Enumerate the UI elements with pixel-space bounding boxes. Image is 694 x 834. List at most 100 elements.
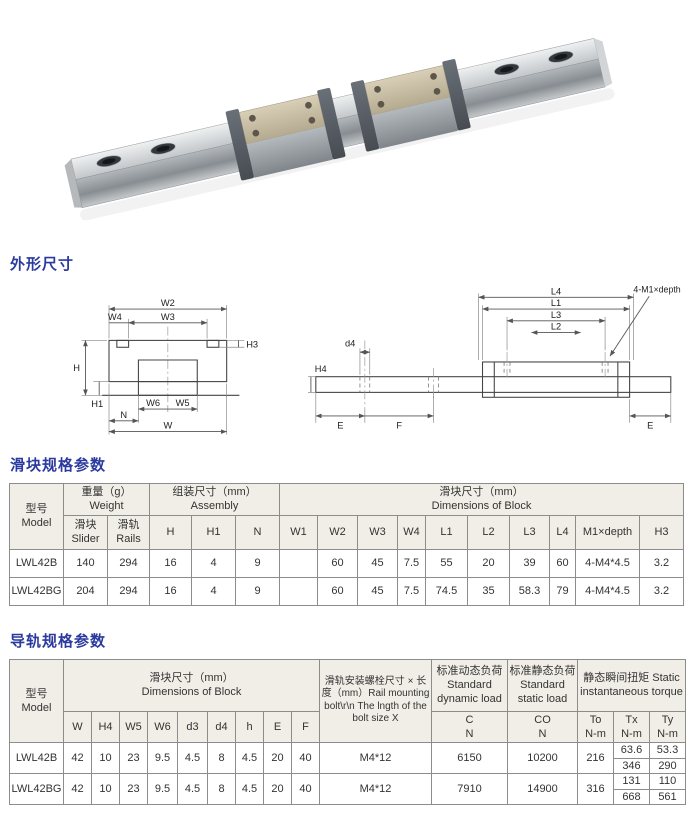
cell: M4*12	[319, 773, 432, 806]
model-cell: LWL42BG	[9, 773, 64, 806]
tx-lower: 346	[614, 758, 649, 773]
model-cell: LWL42B	[9, 742, 64, 775]
header-static-torque: 静态瞬间扭矩 Static instantaneous torque	[577, 658, 686, 712]
cell: 216	[577, 742, 614, 775]
col-header-tx: Tx N-m	[613, 710, 650, 744]
slider-block-1	[225, 87, 346, 181]
col-header: W	[63, 710, 92, 744]
cross-section-diagram: W2 W4 W3 H H1 H3 W6 W5	[73, 298, 258, 435]
cell: 40	[291, 742, 320, 775]
col-header: H	[149, 514, 192, 550]
tx-upper: 63.6	[620, 744, 643, 757]
col-header: W2	[317, 514, 358, 550]
cell: 45	[357, 548, 398, 578]
cell: 42	[63, 773, 92, 806]
cell: 294	[107, 548, 150, 578]
tx-lower: 668	[614, 789, 649, 804]
cell: 4.5	[235, 742, 264, 775]
col-header: W1	[279, 514, 318, 550]
col-header-slider: 滑块 Slider	[63, 514, 108, 550]
col-header: E	[263, 710, 292, 744]
col-header-c: C N	[431, 710, 508, 744]
dim-label-e-left: E	[337, 421, 343, 431]
cross-section-drawing	[102, 326, 240, 406]
dim-label-w2: W2	[161, 298, 175, 308]
cell: 14900	[507, 773, 578, 806]
cell: 4.5	[235, 773, 264, 806]
header-block-dimensions: 滑块尺寸（mm） Dimensions of Block	[279, 483, 684, 516]
rail-spec-table: 型号 Model 滑块尺寸（mm） Dimensions of Block 滑轨…	[9, 658, 686, 806]
col-header-co: CO N	[507, 710, 578, 744]
col-header: W3	[357, 514, 398, 550]
cell: 294	[107, 576, 150, 606]
cell-ty: 110 561	[649, 773, 686, 806]
col-header-ty: Ty N-m	[649, 710, 686, 744]
linear-guide-photo	[64, 38, 615, 221]
header-weight: 重量（g）Weight	[63, 483, 150, 516]
cell: 45	[357, 576, 398, 606]
rail-right-end	[593, 38, 613, 87]
cell: 8	[207, 742, 236, 775]
dim-label-l1: L1	[550, 298, 560, 308]
cell: 140	[63, 548, 108, 578]
cell: 7910	[431, 773, 508, 806]
shadow	[80, 88, 615, 221]
col-header: L1	[425, 514, 468, 550]
cell: 4	[191, 548, 236, 578]
cell	[279, 548, 318, 578]
cell: 16	[149, 548, 192, 578]
header-row-columns: W H4 W5 W6 d3 d4 h E F C N CO N To N-m T…	[10, 710, 686, 744]
cell: 60	[317, 548, 358, 578]
side-view-drawing	[314, 340, 671, 410]
cell-tx: 63.6 346	[613, 742, 650, 775]
cross-section-dimensions: W2 W4 W3 H H1 H3 W6 W5	[73, 298, 258, 435]
cell: 58.3	[509, 576, 550, 606]
header-row-columns: 滑块 Slider 滑轨 Rails H H1 N W1 W2 W3 W4 L1…	[10, 514, 684, 550]
ty-upper: 53.3	[656, 744, 679, 757]
col-header: L2	[467, 514, 510, 550]
cell: 10200	[507, 742, 578, 775]
bolt-callout-leader	[609, 296, 650, 357]
dimension-diagrams: W2 W4 W3 H H1 H3 W6 W5	[8, 282, 686, 440]
header-rail-bolt: 滑轨安装螺栓尺寸 × 长度（mm）Rail mounting bolt\r\n …	[319, 658, 432, 744]
cell: 60	[317, 576, 358, 606]
guide-assembly	[64, 38, 615, 221]
col-header: W4	[397, 514, 426, 550]
cell: 10	[91, 742, 120, 775]
dim-label-h1: H1	[91, 399, 103, 409]
dim-label-h: H	[73, 363, 80, 373]
col-header-to: To N-m	[577, 710, 614, 744]
table-row: LWL42BG 204 294 16 4 9 60 45 7.5 74.5 35…	[9, 576, 684, 606]
rail-left-end	[64, 159, 83, 208]
header-assembly: 组装尺寸（mm） Assembly	[149, 483, 280, 516]
dim-label-l3: L3	[550, 310, 560, 320]
dim-label-l4: L4	[550, 286, 560, 296]
cell: 9.5	[147, 742, 178, 775]
dim-label-w6: W6	[146, 398, 160, 408]
col-header: W6	[147, 710, 178, 744]
cell: 40	[291, 773, 320, 806]
col-header: N	[235, 514, 280, 550]
col-header: H3	[639, 514, 684, 550]
cell: 9	[235, 548, 280, 578]
rail-mounting-holes	[96, 51, 574, 167]
cell: 20	[263, 773, 292, 806]
col-header: d3	[177, 710, 208, 744]
cell: 6150	[431, 742, 508, 775]
header-row-groups: 型号 Model 重量（g）Weight 组装尺寸（mm） Assembly 滑…	[9, 483, 684, 550]
cell: 35	[467, 576, 510, 606]
dim-label-h4: H4	[314, 364, 326, 374]
dim-label-d4: d4	[344, 338, 354, 348]
cell: 60	[549, 548, 576, 578]
cell-ty: 53.3 290	[649, 742, 686, 775]
header-dynamic-load: 标准动态负荷 Standard dynamic load	[431, 658, 508, 712]
section-title-slider-specs: 滑块规格参数	[10, 457, 107, 474]
table-row: LWL42B 140 294 16 4 9 60 45 7.5 55 20 39…	[9, 548, 684, 578]
cell: M4*12	[319, 742, 432, 775]
slider-block-2	[350, 59, 471, 152]
header-static-load: 标准静态负荷 Standard static load	[507, 658, 578, 712]
dim-label-w4: W4	[108, 312, 122, 322]
cell: 9	[235, 576, 280, 606]
side-view-dimensions: L4 L1 L3 L2 4-M1×depth d4 H4 E	[307, 284, 680, 431]
